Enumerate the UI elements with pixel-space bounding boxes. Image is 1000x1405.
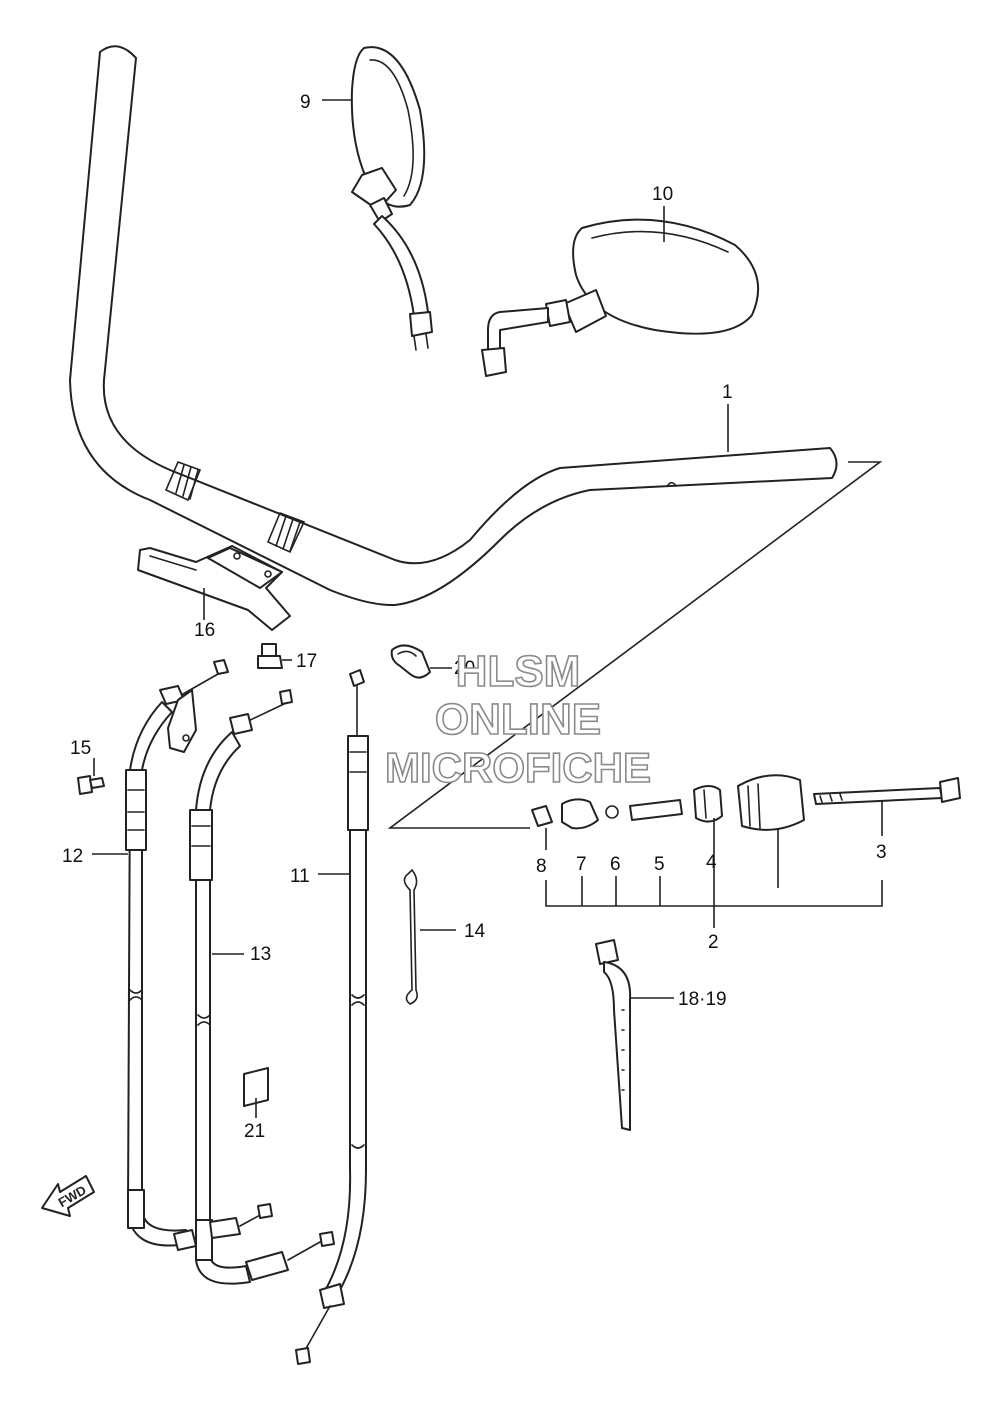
part-labels: 1 2 3 4 5 6 7 8 9 10 11 12 13 14 15 16 1… <box>62 92 887 1142</box>
cable-clamp <box>390 644 431 679</box>
label-4: 4 <box>706 852 717 873</box>
cable-tie <box>595 939 632 1131</box>
mirror-right <box>481 218 760 377</box>
label-21: 21 <box>244 1121 265 1142</box>
bolt-15 <box>77 775 105 795</box>
label-11: 11 <box>290 866 310 887</box>
clip <box>403 868 418 1005</box>
bolt-17 <box>257 643 283 669</box>
label-18-19: 18·19 <box>678 989 727 1010</box>
label-8: 8 <box>536 856 547 877</box>
label-15: 15 <box>70 738 91 759</box>
label-sticker <box>243 1067 269 1107</box>
label-5: 5 <box>654 854 665 875</box>
handlebar <box>69 45 883 829</box>
bar-end-assembly <box>531 774 961 831</box>
cable-11 <box>295 669 369 1365</box>
leader-lines <box>92 99 883 1118</box>
cable-12 <box>125 659 229 1251</box>
watermark-line-2: ONLINE <box>435 695 601 744</box>
bracket <box>137 545 291 631</box>
label-13: 13 <box>250 944 271 965</box>
label-3: 3 <box>876 842 887 863</box>
label-2: 2 <box>708 932 719 953</box>
label-17: 17 <box>296 651 317 672</box>
label-10: 10 <box>652 184 673 205</box>
label-16: 16 <box>194 620 215 641</box>
watermark: HLSM ONLINE MICROFICHE <box>384 646 652 792</box>
watermark-line-1: HLSM <box>456 647 581 696</box>
label-7: 7 <box>576 854 587 875</box>
label-14: 14 <box>464 921 486 942</box>
label-12: 12 <box>62 846 83 867</box>
label-1: 1 <box>722 382 733 403</box>
label-20: 20 <box>454 658 475 679</box>
label-9: 9 <box>300 92 311 113</box>
watermark-line-3: MICROFICHE <box>385 744 651 791</box>
mirror-left <box>350 46 433 351</box>
cable-13 <box>189 689 335 1285</box>
fwd-arrow-icon: FWD <box>41 1175 95 1217</box>
label-6: 6 <box>610 854 621 875</box>
